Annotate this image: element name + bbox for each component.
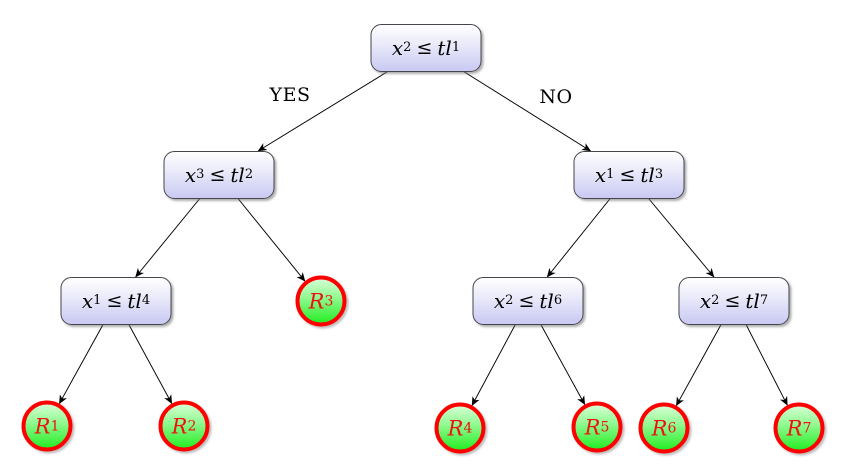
node-variable: x xyxy=(184,163,197,187)
edge-line-d3-d7 xyxy=(648,198,715,278)
edge-line-d2-l3 xyxy=(238,198,306,282)
edge-line-d3-d6 xyxy=(546,198,611,278)
node-threshold: tl xyxy=(539,289,554,313)
edge-line-d6-l5 xyxy=(540,324,586,406)
edge-line-d1-d2 xyxy=(257,71,388,152)
edge-line-d7-l7 xyxy=(745,324,788,406)
node-variable: R xyxy=(651,416,668,440)
less-equal-operator: ≤ xyxy=(518,290,535,312)
node-variable: x xyxy=(493,289,506,313)
less-equal-operator: ≤ xyxy=(724,290,741,312)
edge-label-no: NO xyxy=(539,86,573,108)
less-equal-operator: ≤ xyxy=(619,164,636,186)
node-variable: R xyxy=(447,416,464,440)
edge-label-yes: YES xyxy=(269,84,311,106)
edge-line-d6-l4 xyxy=(471,324,516,406)
edge-line-d2-d4 xyxy=(135,198,200,278)
less-equal-operator: ≤ xyxy=(106,290,123,312)
node-variable: R xyxy=(786,416,803,440)
node-threshold: tl xyxy=(437,36,452,60)
node-threshold: tl xyxy=(230,163,245,187)
node-threshold: tl xyxy=(640,163,655,187)
edge-line-d7-l6 xyxy=(675,324,722,407)
edge-line-d4-l2 xyxy=(128,324,173,405)
node-variable: R xyxy=(34,414,51,438)
node-variable: R xyxy=(308,289,325,313)
node-variable: x xyxy=(699,289,712,313)
node-threshold: tl xyxy=(745,289,760,313)
less-equal-operator: ≤ xyxy=(209,164,226,186)
less-equal-operator: ≤ xyxy=(416,37,433,59)
edge-line-d1-d3 xyxy=(464,71,592,152)
node-variable: R xyxy=(171,414,188,438)
node-variable: x xyxy=(594,163,607,187)
node-variable: x xyxy=(391,36,404,60)
node-threshold: tl xyxy=(127,289,142,313)
node-variable: x xyxy=(81,289,94,313)
edge-line-d4-l1 xyxy=(58,324,104,405)
node-variable: R xyxy=(584,415,601,439)
